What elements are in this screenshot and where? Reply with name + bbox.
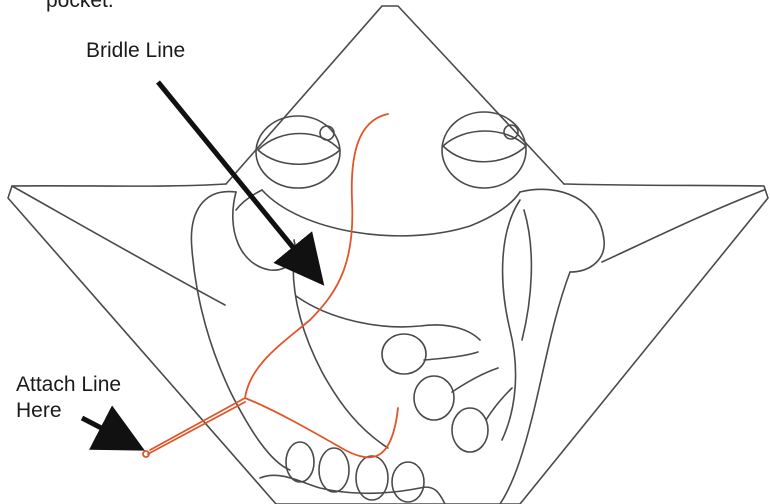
frog-right-body-inner bbox=[522, 210, 531, 340]
bridle-line-label: Bridle Line bbox=[86, 38, 185, 64]
hand-web-3 bbox=[486, 388, 512, 420]
attach-label-line-2: Here bbox=[16, 398, 121, 424]
foot-toe-4 bbox=[392, 462, 424, 502]
hand-web-1 bbox=[424, 352, 478, 360]
kite-top-diamond bbox=[226, 6, 564, 184]
right-eye-lid bbox=[443, 131, 526, 162]
top-text-fragment: pocket. bbox=[46, 0, 114, 14]
foot-toe-1 bbox=[286, 442, 314, 482]
right-eye bbox=[442, 112, 526, 188]
bridle-knot bbox=[143, 451, 149, 457]
kite-left-wing-fold bbox=[12, 186, 225, 305]
attach-label-line-1: Attach Line bbox=[16, 372, 121, 398]
hand-toe-3 bbox=[452, 408, 488, 452]
bridle-line bbox=[143, 114, 398, 457]
bridle-lower-strand bbox=[245, 398, 398, 457]
hand-toe-1 bbox=[382, 334, 426, 374]
left-eye-lid bbox=[258, 134, 340, 165]
kite-right-wing bbox=[520, 184, 768, 504]
kite-outline bbox=[8, 6, 768, 504]
frog-left-arm bbox=[191, 192, 290, 470]
frog-drawing bbox=[191, 112, 604, 504]
bridle-tow-line-a bbox=[150, 398, 245, 450]
frog-right-leg bbox=[500, 272, 570, 504]
attach-line-label: Attach Line Here bbox=[16, 372, 121, 425]
frog-mouth bbox=[262, 190, 520, 236]
kite-right-wing-fold bbox=[602, 190, 764, 262]
left-eye-pupil bbox=[320, 126, 334, 140]
frog-right-body bbox=[502, 200, 520, 440]
bridle-tow-line-b bbox=[148, 402, 245, 454]
foot-web bbox=[260, 475, 445, 504]
frog-right-arm bbox=[520, 189, 604, 272]
kite-left-wing bbox=[8, 184, 276, 504]
foot-toe-2 bbox=[319, 448, 349, 492]
arrow-icon bbox=[158, 82, 318, 278]
hand-web-2 bbox=[452, 368, 498, 392]
frog-belly bbox=[296, 296, 480, 340]
hand-toe-2 bbox=[414, 376, 454, 420]
